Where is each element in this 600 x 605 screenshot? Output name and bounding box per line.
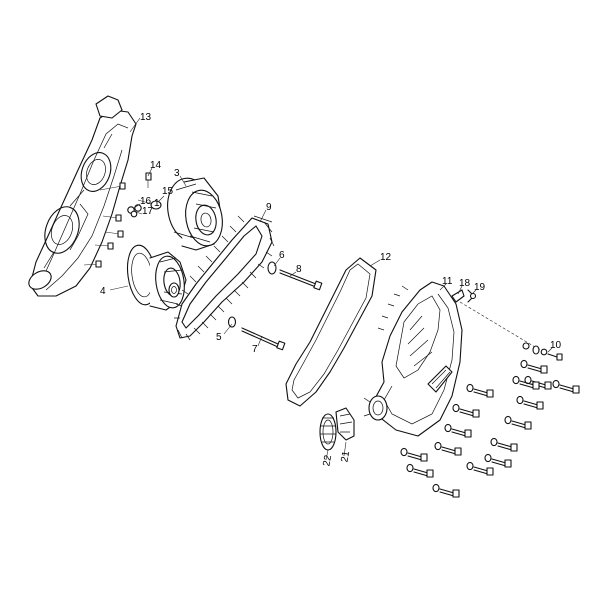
pulley-bolts	[227, 261, 323, 351]
cover-bolt	[516, 395, 544, 410]
callout-10: 10	[550, 340, 562, 351]
cover-gasket	[285, 257, 377, 407]
cover-bolts	[400, 359, 580, 498]
cover-bolt	[432, 483, 460, 498]
callout-1: 1	[154, 198, 160, 209]
callout-14: 14	[150, 160, 162, 171]
callout-18: 18	[459, 278, 471, 289]
callout-labels: 1 2 3 4 5 6 7 8 9 10 11 12 13 14 15 16 1…	[100, 112, 562, 467]
cover-bolt	[406, 463, 434, 478]
cover-clip-parts	[451, 289, 541, 351]
cover-bolt	[552, 379, 580, 394]
callout-16: 16	[140, 196, 152, 207]
cover-bolt	[504, 415, 532, 430]
bearings	[319, 407, 355, 451]
callout-4: 4	[100, 286, 106, 297]
callout-7: 7	[252, 344, 258, 355]
cover-bolt	[466, 383, 494, 398]
drive-pulley	[126, 244, 187, 311]
drive-belt	[174, 215, 275, 341]
cover-bolt	[444, 423, 472, 438]
callout-3: 3	[174, 168, 180, 179]
callout-21: 21	[339, 450, 352, 463]
outer-cover	[363, 281, 463, 437]
cover-bolt	[434, 441, 462, 456]
callout-8: 8	[296, 264, 302, 275]
callout-6: 6	[279, 250, 285, 261]
callout-19: 19	[474, 282, 486, 293]
driven-pulley	[167, 177, 223, 251]
callout-9: 9	[266, 202, 272, 213]
bolt-part-10	[522, 342, 563, 361]
callout-11: 11	[442, 276, 453, 287]
cover-bolt	[466, 461, 494, 476]
cover-bolt	[512, 375, 540, 390]
callout-5: 5	[216, 332, 222, 343]
callout-15: 15	[162, 186, 174, 197]
callout-17: 17	[142, 206, 154, 217]
callout-22: 22	[321, 454, 334, 467]
cover-bolt	[484, 453, 512, 468]
cover-bolt	[490, 437, 518, 452]
cover-bolt	[524, 375, 552, 390]
cover-screws	[83, 172, 162, 268]
cover-bolt	[452, 403, 480, 418]
callout-13: 13	[140, 112, 152, 123]
crankcase-cover	[28, 95, 137, 297]
callout-12: 12	[380, 252, 392, 263]
leader-lines	[109, 117, 553, 461]
cover-bolt	[520, 359, 548, 374]
cover-bolt	[400, 447, 428, 462]
